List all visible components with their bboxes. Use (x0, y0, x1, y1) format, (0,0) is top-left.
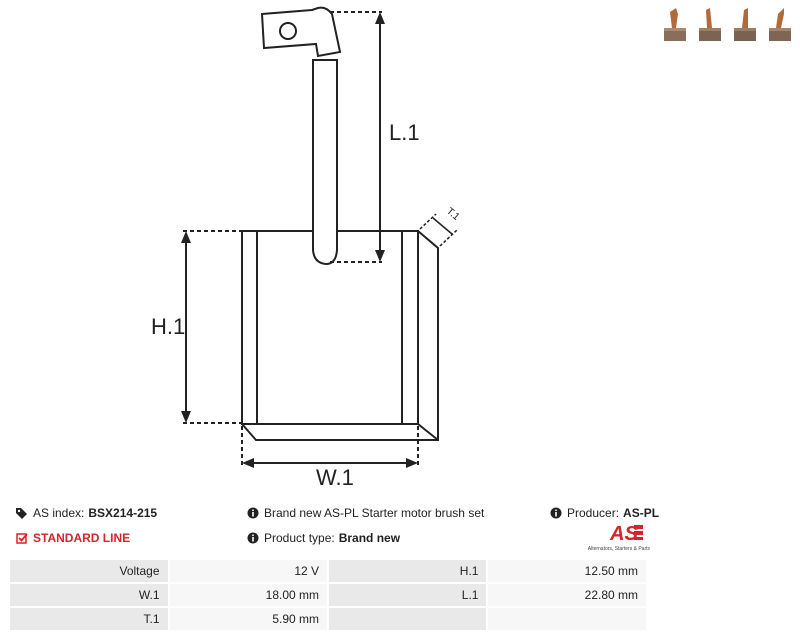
dimension-w1 (241, 426, 419, 468)
specifications-table: Voltage 12 V H.1 12.50 mm W.1 18.00 mm L… (8, 558, 648, 632)
producer-label: Producer: (567, 506, 620, 520)
table-row: T.1 5.90 mm (8, 606, 648, 632)
as-pl-logo: AS Alternators, Starters & Parts (588, 523, 651, 552)
product-type-value: Brand new (338, 531, 401, 545)
dimension-h1 (181, 230, 244, 424)
tags-icon (16, 508, 27, 519)
thumbnail-brush-3[interactable] (734, 8, 756, 41)
info-circle-icon (247, 507, 259, 519)
spec-value: 5.90 mm (167, 606, 330, 632)
spec-label: W.1 (8, 582, 170, 608)
dimension-label-l1: L.1 (389, 120, 420, 145)
spec-value (486, 606, 648, 632)
brush-thumbnails (664, 8, 791, 41)
producer-value: AS-PL (623, 506, 660, 520)
dimension-label-h1: H.1 (151, 314, 185, 339)
spec-label: T.1 (8, 606, 170, 632)
producer-row: Producer: AS-PL (550, 506, 659, 520)
as-index-value: BSX214-215 (88, 506, 158, 520)
info-circle-icon (247, 532, 259, 544)
product-info: AS index: BSX214-215 STANDARD LINE Brand… (16, 502, 659, 550)
product-type-row: Product type: Brand new (247, 531, 400, 545)
logo-tagline: Alternators, Starters & Parts (588, 546, 651, 552)
product-description: Brand new AS-PL Starter motor brush set (264, 506, 485, 520)
brush-lead-wire (260, 6, 342, 266)
product-type-label: Product type: (264, 531, 335, 545)
checkbox-checked-icon (16, 533, 28, 544)
thumbnail-brush-4[interactable] (769, 8, 791, 41)
standard-line-row: STANDARD LINE (16, 531, 130, 545)
spec-value: 12 V (167, 558, 330, 584)
as-index-row: AS index: BSX214-215 (16, 506, 157, 520)
dimension-l1 (330, 11, 385, 263)
logo-mark: AS (609, 523, 638, 545)
spec-label: H.1 (327, 558, 489, 584)
description-row: Brand new AS-PL Starter motor brush set (247, 506, 484, 520)
dimension-label-t1: T.1 (444, 206, 462, 223)
spec-value: 18.00 mm (167, 582, 330, 608)
dimension-label-w1: W.1 (316, 465, 354, 490)
table-row: Voltage 12 V H.1 12.50 mm (8, 558, 648, 584)
table-row: W.1 18.00 mm L.1 22.80 mm (8, 582, 648, 608)
spec-label: L.1 (327, 582, 489, 608)
spec-value: 22.80 mm (486, 582, 648, 608)
spec-label: Voltage (8, 558, 170, 584)
dimension-t1 (419, 213, 458, 247)
as-index-label: AS index: (33, 506, 85, 520)
brush-technical-drawing: L.1 H.1 W.1 T.1 (151, 6, 462, 490)
spec-label (327, 606, 489, 632)
standard-line-label: STANDARD LINE (33, 531, 131, 545)
info-circle-icon (550, 507, 562, 519)
thumbnail-brush-2[interactable] (699, 8, 721, 41)
spec-value: 12.50 mm (486, 558, 648, 584)
thumbnail-brush-1[interactable] (664, 8, 686, 41)
